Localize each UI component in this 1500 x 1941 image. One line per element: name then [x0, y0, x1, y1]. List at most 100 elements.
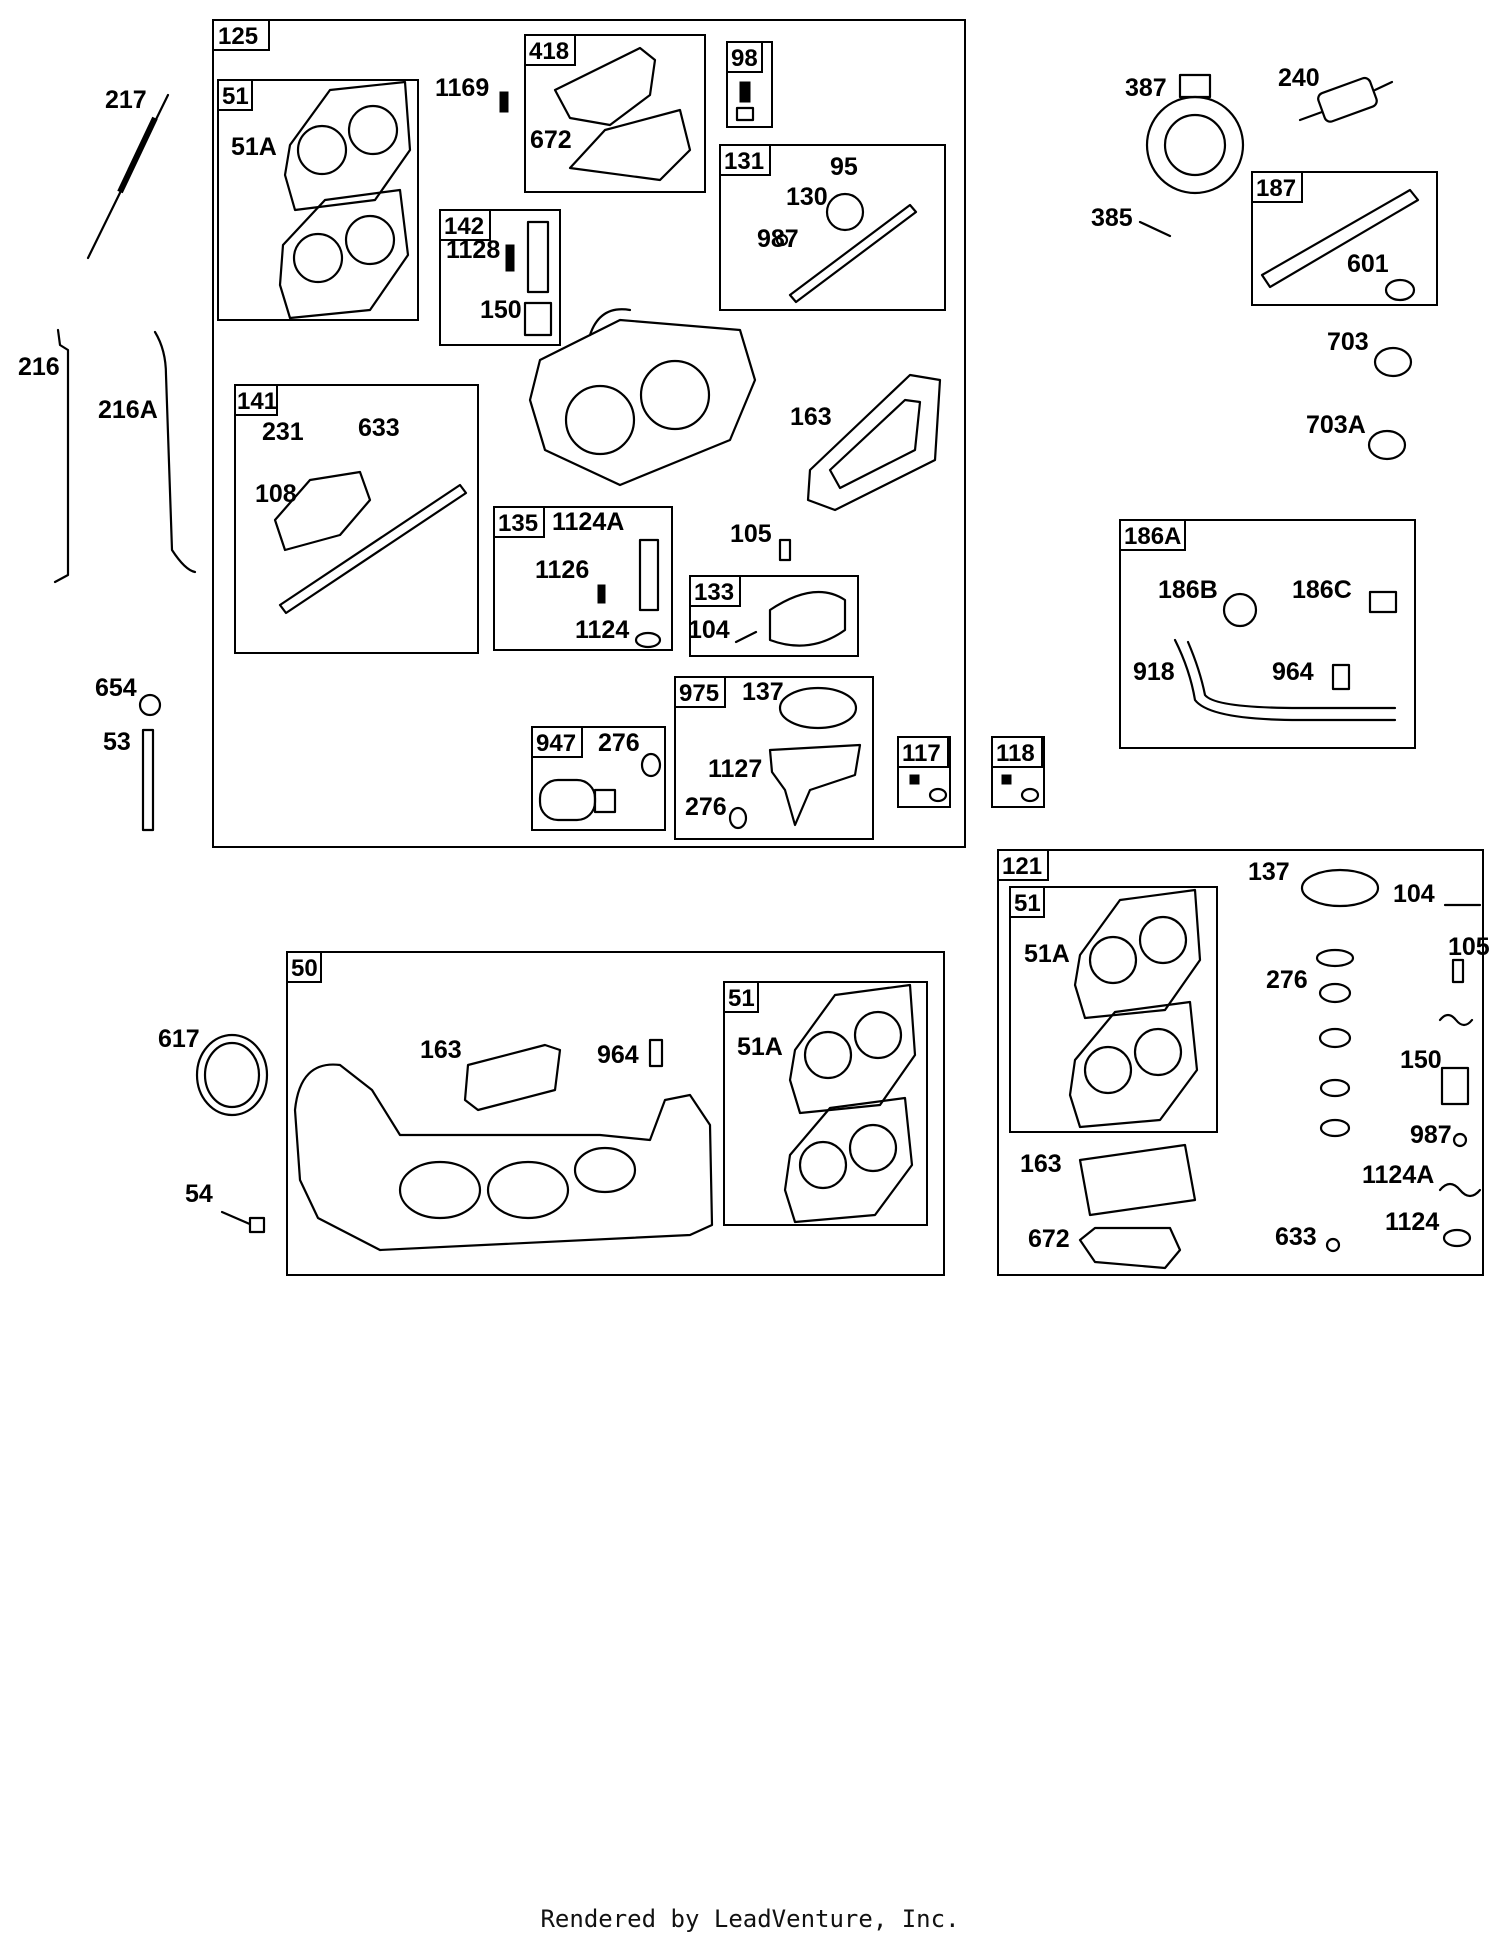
spring-kit	[1438, 1013, 1474, 1027]
washer-kit-4	[1319, 1118, 1351, 1138]
label-105-box125: 105	[730, 520, 772, 548]
nozzle-135	[638, 538, 660, 612]
label-104-kit: 104	[1393, 880, 1435, 908]
gasket-51A-top-upper	[283, 80, 412, 212]
throttle-plate-130	[825, 192, 865, 232]
bolt-54	[220, 1210, 254, 1227]
label-137-kit: 137	[1248, 858, 1290, 886]
box-418: 418 672	[524, 34, 706, 193]
label-150-kit: 150	[1400, 1046, 1442, 1074]
stud-53	[141, 728, 155, 832]
clip-1124A-kit	[1438, 1182, 1482, 1198]
box-label-118: 118	[996, 740, 1035, 767]
plug-117	[909, 774, 920, 785]
label-53: 53	[103, 728, 131, 756]
screw-1126	[597, 584, 606, 604]
label-601: 601	[1347, 250, 1389, 278]
label-51A-top: 51A	[231, 133, 277, 161]
label-95: 95	[830, 153, 858, 181]
box-133: 133 104	[688, 575, 859, 657]
box-label-50: 50	[291, 955, 318, 982]
label-633-box141: 633	[358, 414, 400, 442]
label-633-kit: 633	[1275, 1223, 1317, 1251]
box-label-98: 98	[731, 45, 758, 72]
gasket-163-kit	[1078, 1143, 1197, 1217]
washer-118	[1020, 787, 1040, 803]
box-51-gasket-set-kit: 51 51A	[1009, 886, 1218, 1133]
box-186A: 186A 186B 186C 918 964	[1119, 519, 1416, 749]
washer-kit-3	[1319, 1078, 1351, 1098]
seal-987-box131	[775, 233, 789, 247]
label-672-kit: 672	[1028, 1225, 1070, 1253]
label-1124-box135: 1124	[575, 616, 629, 644]
choke-shaft-141	[278, 483, 468, 615]
label-654: 654	[95, 674, 137, 702]
box-label-141: 141	[237, 388, 277, 415]
plug-118	[1001, 774, 1012, 785]
box-117: 117	[897, 736, 951, 808]
box-51-gasket-set-manifold: 51 51A	[723, 981, 928, 1226]
fuel-pump-387	[1145, 73, 1245, 195]
box-142: 142 1128 150	[439, 209, 561, 346]
gasket-163-box50	[463, 1043, 562, 1112]
label-276-kit: 276	[1266, 966, 1308, 994]
label-703A: 703A	[1306, 411, 1366, 439]
valve-186C	[1368, 590, 1398, 614]
screw-1169	[499, 91, 509, 113]
hose-918-edge	[1186, 640, 1397, 710]
label-105-kit: 105	[1448, 933, 1490, 961]
washer-kit-2	[1318, 1027, 1352, 1049]
footer-credit: Rendered by LeadVenture, Inc.	[540, 1905, 960, 1933]
box-121: 121 51 51A 137 104 105 276 150	[997, 849, 1490, 1276]
box-label-125: 125	[218, 23, 258, 50]
seal-987-kit	[1452, 1132, 1468, 1148]
gasket-672-top	[568, 108, 692, 182]
throttle-shaft-131	[788, 203, 918, 304]
bolt-54-head	[248, 1216, 266, 1234]
label-1124A-kit: 1124A	[1362, 1161, 1434, 1189]
label-617: 617	[158, 1025, 200, 1053]
solenoid-947	[538, 778, 597, 822]
intake-manifold	[293, 1063, 714, 1252]
box-label-187: 187	[1256, 175, 1296, 202]
label-1126: 1126	[535, 556, 589, 584]
spring-217-coil	[117, 116, 158, 194]
plate-142	[526, 220, 550, 294]
clamp-601	[1384, 278, 1416, 302]
pin-104-box133	[734, 630, 758, 644]
needle-105-box125	[778, 538, 792, 562]
label-387: 387	[1125, 74, 1167, 102]
screw-98	[739, 81, 751, 103]
label-51A-kit: 51A	[1024, 940, 1070, 968]
box-141: 141 231 633 108	[234, 384, 479, 654]
needle-105-kit	[1451, 958, 1465, 984]
oring-137-box975	[778, 686, 858, 730]
box-51-gasket-set-top: 51 51A	[217, 79, 419, 321]
box-118: 118	[991, 736, 1045, 808]
label-54: 54	[185, 1180, 213, 1208]
washer-1124-box135	[634, 631, 662, 649]
gasket-617	[195, 1033, 269, 1117]
box-125: 125	[212, 19, 966, 848]
box-label-117: 117	[902, 740, 941, 767]
label-163-box125: 163	[790, 403, 832, 431]
box-947: 947 276	[531, 726, 666, 831]
label-163-box50: 163	[420, 1036, 462, 1064]
box-975: 975 137 1127 276	[674, 676, 874, 840]
box-label-51-manifold: 51	[728, 985, 755, 1012]
float-bowl-975	[768, 743, 862, 827]
clamp-703	[1373, 346, 1413, 378]
gasket-617-inner	[203, 1041, 261, 1109]
plate-150-box142	[523, 301, 553, 337]
gasket-51A-manifold-lower	[783, 1096, 914, 1224]
label-1127: 1127	[708, 755, 762, 783]
fuel-filter-240	[1298, 76, 1394, 123]
sleeve-964-box186A	[1331, 663, 1351, 691]
oring-276-box947	[640, 752, 662, 778]
plate-150-kit	[1440, 1066, 1470, 1106]
box-98: 98	[726, 41, 773, 128]
carburetor-body	[528, 308, 757, 487]
box-label-142: 142	[444, 213, 484, 240]
gasket-51A-kit-lower	[1068, 1000, 1199, 1129]
